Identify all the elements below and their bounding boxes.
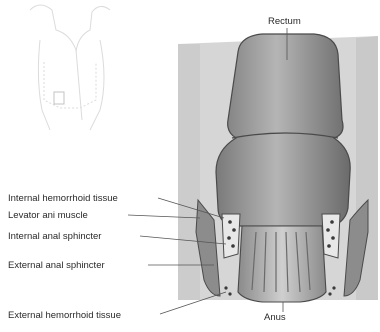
label-levator-ani-muscle: Levator ani muscle xyxy=(8,210,88,221)
label-rectum: Rectum xyxy=(268,16,301,27)
label-internal-anal-sphincter: Internal anal sphincter xyxy=(8,231,101,242)
rectum-shape xyxy=(216,34,350,226)
label-anus: Anus xyxy=(264,312,286,323)
label-internal-hemorrhoid-tissue: Internal hemorrhoid tissue xyxy=(8,193,118,204)
label-external-hemorrhoid-tissue: External hemorrhoid tissue xyxy=(8,310,121,321)
body-outline-inset-icon xyxy=(30,5,110,130)
anal-canal xyxy=(238,226,326,302)
label-external-anal-sphincter: External anal sphincter xyxy=(8,260,105,271)
